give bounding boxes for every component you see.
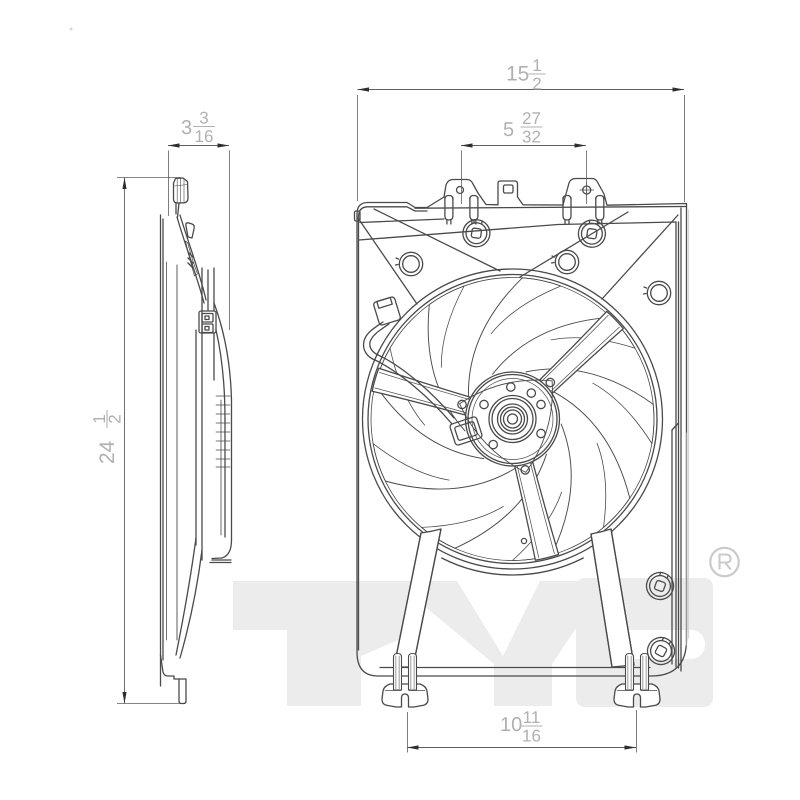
svg-text:11: 11	[523, 708, 541, 727]
svg-text:10: 10	[500, 714, 522, 736]
svg-text:5: 5	[503, 119, 514, 141]
svg-text:16: 16	[522, 727, 541, 746]
svg-text:3: 3	[199, 109, 208, 128]
svg-text:1: 1	[532, 56, 541, 75]
svg-text:24: 24	[96, 440, 119, 464]
svg-text:16: 16	[195, 127, 214, 146]
svg-text:32: 32	[522, 128, 541, 147]
svg-text:2: 2	[106, 414, 125, 423]
svg-text:2: 2	[532, 75, 541, 94]
svg-text:27: 27	[522, 109, 541, 128]
svg-text:15: 15	[506, 63, 529, 86]
svg-text:3: 3	[181, 117, 192, 139]
svg-text:1: 1	[90, 414, 109, 423]
